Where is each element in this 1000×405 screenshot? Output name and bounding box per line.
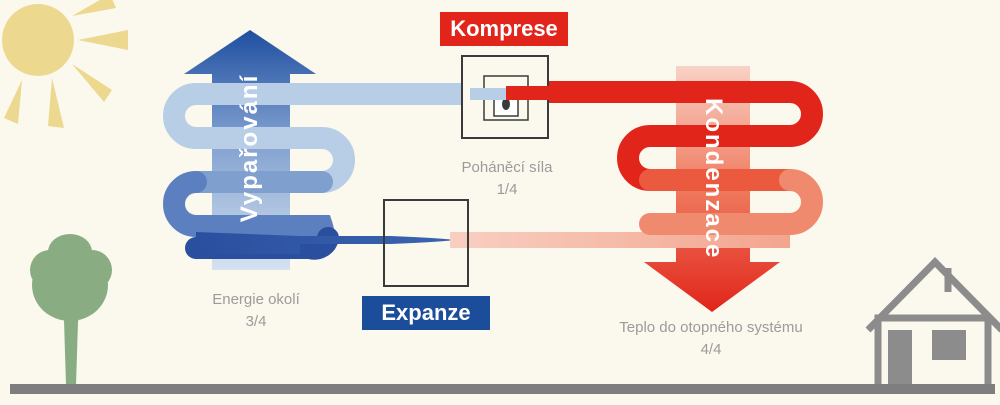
hot-liquid-line (450, 232, 790, 248)
condenser-coil (509, 81, 823, 235)
heat-output-label: Teplo do otopného systému (619, 319, 803, 336)
cold-liquid-line (196, 232, 455, 254)
ground-line (10, 384, 995, 394)
compression-tag: Komprese (440, 12, 568, 46)
expansion-valve-icon (383, 199, 469, 287)
driving-power-fraction: 1/4 (496, 181, 518, 198)
house-icon (865, 257, 1000, 394)
expansion-tag: Expanze (362, 296, 490, 330)
driving-power-label: Poháněcí síla (461, 159, 553, 176)
house-window (932, 330, 966, 360)
tree-icon (30, 234, 112, 385)
ambient-energy-fraction: 3/4 (245, 313, 267, 330)
ambient-energy-label: Energie okolí (212, 291, 300, 308)
compressor-discharge-line (506, 86, 550, 100)
compressor-suction-line (470, 88, 506, 100)
sun-icon (2, 0, 128, 128)
evaporation-label: Vypařování (236, 73, 263, 223)
condensation-label: Kondenzace (700, 98, 727, 260)
heat-output-fraction: 4/4 (700, 341, 722, 358)
house-door (888, 330, 912, 386)
